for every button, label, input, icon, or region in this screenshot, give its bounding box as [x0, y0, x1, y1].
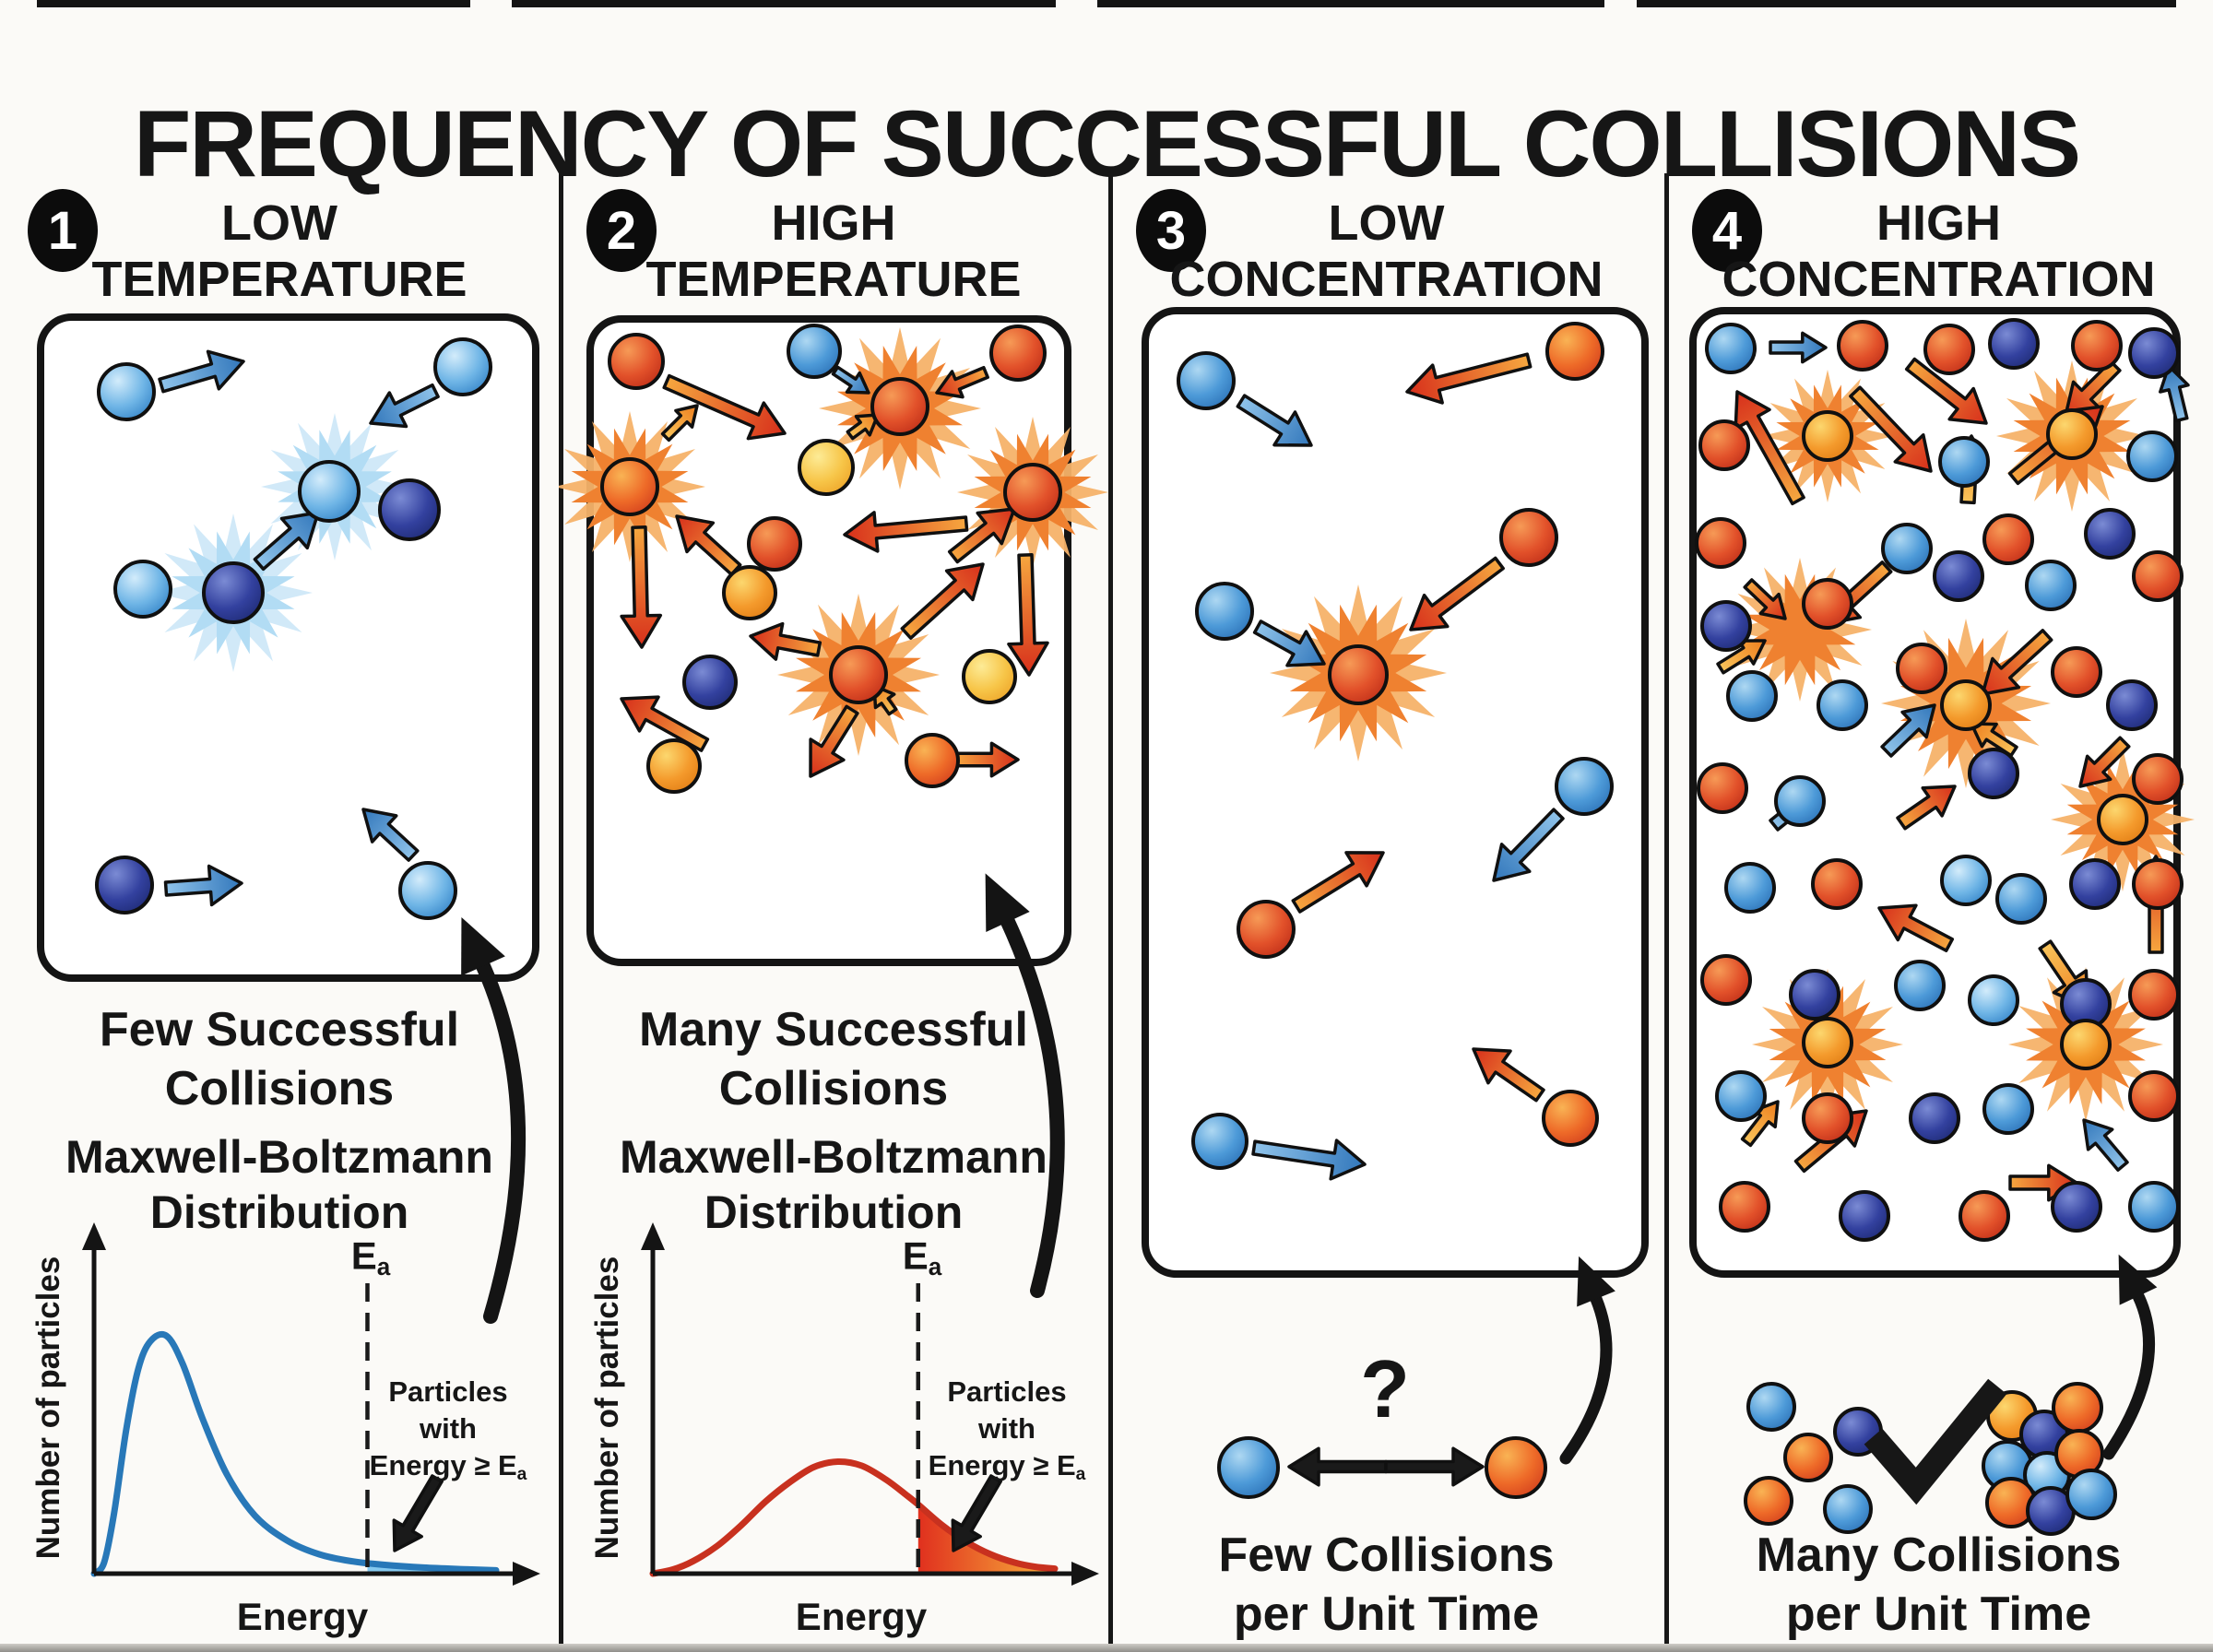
step-number: 1: [47, 200, 78, 261]
particle-redOrange: [1744, 1476, 1793, 1526]
scan-edge-band: [0, 1644, 2213, 1652]
particle-redOrange: [2054, 1429, 2104, 1479]
panel-low-concentration: 3 LOW CONCENTRATION ? Few Collisions per…: [1108, 0, 1664, 1652]
particle-redOrange: [1485, 1436, 1547, 1499]
poster-title: FREQUENCY OF SUCCESSFUL COLLISIONS: [133, 91, 2081, 197]
feedback-arrow: [2102, 1290, 2156, 1460]
collision-result-caption: Many Successful Collisions: [639, 1003, 1028, 1115]
scan-edge-mark: [37, 0, 470, 7]
scan-edge-mark: [1637, 0, 2176, 7]
particle-redOrange: [2052, 1382, 2103, 1434]
panel-high-concentration: 4 HIGH CONCENTRATION Many Collisions per…: [1664, 0, 2213, 1652]
x-axis-label: Energy: [795, 1595, 928, 1638]
motion-arrow: [392, 1474, 444, 1552]
panel-heading: HIGH CONCENTRATION: [1722, 195, 2156, 307]
y-axis-arrowhead: [82, 1222, 106, 1250]
particle-blue: [1217, 1436, 1280, 1499]
step-4-badge: 4: [1692, 189, 1762, 272]
x-axis-arrowhead: [513, 1562, 540, 1586]
particle-navy: [2019, 1410, 2069, 1459]
x-axis-arrowhead: [1071, 1562, 1099, 1586]
y-axis-label: Number of particles: [30, 1256, 66, 1560]
particle-orange: [1986, 1390, 2038, 1442]
motion-arrow: [1384, 1446, 1485, 1487]
step-3-badge: 3: [1136, 189, 1206, 272]
energy-tail-shade: [917, 1504, 1055, 1574]
maxwell-boltzmann-graph-low-t: Number of particles Energy Ea Particles …: [26, 1210, 561, 1643]
particle-redOrange: [1783, 1433, 1833, 1482]
particle-blue: [2065, 1469, 2117, 1520]
particle-blue: [1982, 1440, 2033, 1492]
panel-low-temperature: 1 LOW TEMPERATURE Few Successful Collisi…: [0, 0, 559, 1652]
particle-container-box: [1142, 307, 1649, 1278]
activation-energy-label: Ea: [902, 1233, 942, 1280]
graph-canvas: [641, 1222, 1099, 1586]
x-axis-label: Energy: [236, 1595, 369, 1638]
particles-with-energy-annotation: Particles with Energy ≥ Ea: [928, 1375, 1086, 1484]
particle-blue: [1746, 1382, 1796, 1432]
collision-result-caption: Few Successful Collisions: [99, 1003, 460, 1115]
check-mark-icon: [1864, 1378, 2007, 1505]
activation-energy-label: Ea: [350, 1233, 391, 1280]
panel-divider: [1664, 173, 1669, 1652]
panel-high-temperature: 2 HIGH TEMPERATURE Many Successful Colli…: [559, 0, 1108, 1652]
question-mark: ?: [1360, 1343, 1410, 1434]
scan-edge-mark: [1097, 0, 1604, 7]
panel-divider: [1108, 173, 1113, 1652]
panel-heading: LOW TEMPERATURE: [91, 195, 467, 307]
y-axis-arrowhead: [641, 1222, 665, 1250]
distribution-caption: Maxwell-Boltzmann Distribution: [65, 1131, 493, 1238]
step-1-badge: 1: [28, 189, 98, 272]
particle-lightblue: [2023, 1451, 2071, 1499]
particle-container-box: [586, 315, 1071, 966]
particles-with-energy-annotation: Particles with Energy ≥ Ea: [369, 1375, 527, 1484]
maxwell-boltzmann-graph-high-t: Number of particles Energy Ea Particles …: [585, 1210, 1119, 1643]
panel-divider: [559, 173, 563, 1652]
particle-redOrange: [1985, 1477, 2037, 1528]
step-number: 2: [606, 200, 637, 261]
scan-edge-mark: [512, 0, 1056, 7]
step-number: 3: [1155, 200, 1187, 261]
graph-canvas: [82, 1222, 540, 1586]
particle-container-box: [37, 313, 539, 982]
step-number: 4: [1711, 200, 1743, 261]
particle-navy: [1833, 1407, 1883, 1457]
motion-arrow: [951, 1474, 1002, 1552]
distribution-curve: [649, 1457, 1059, 1577]
collision-rate-caption: Many Collisions per Unit Time: [1756, 1528, 2122, 1641]
distribution-curve: [90, 1330, 500, 1577]
y-axis-label: Number of particles: [589, 1256, 625, 1560]
panel-heading: HIGH TEMPERATURE: [645, 195, 1022, 307]
feedback-arrow: [1559, 1292, 1613, 1465]
panel-heading: LOW CONCENTRATION: [1169, 195, 1604, 307]
step-2-badge: 2: [586, 189, 657, 272]
particle-container-box: [1689, 307, 2181, 1278]
distribution-caption: Maxwell-Boltzmann Distribution: [620, 1131, 1047, 1238]
motion-arrow: [1287, 1446, 1388, 1487]
collision-rate-caption: Few Collisions per Unit Time: [1218, 1528, 1555, 1641]
